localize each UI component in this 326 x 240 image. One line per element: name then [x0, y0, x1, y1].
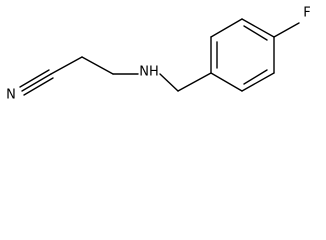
chain-bond-nh-ch2: [159, 73, 179, 92]
ring-bond-6: [210, 72, 243, 92]
chain-bond-c1-c2: [50, 56, 83, 75]
nitrile-triple-bond-1: [23, 77, 54, 96]
chemical-structure-diagram: N NH F: [6, 6, 311, 103]
ring-bond-5: [241, 72, 275, 92]
fluoro-bond: [273, 22, 300, 38]
nitrile-nitrogen-label: N: [6, 88, 16, 103]
nitrile-triple-bond-3: [19, 69, 50, 88]
amine-nh-label: NH: [139, 65, 159, 80]
ring-bond-2: [210, 18, 243, 38]
fluorine-label: F: [303, 6, 310, 21]
ring-bond-3: [241, 18, 275, 38]
ring-double-bond-3: [243, 69, 268, 85]
benzyl-bond: [177, 72, 212, 92]
chain-bond-c2-c3: [81, 56, 114, 75]
ring-double-bond-2: [243, 25, 268, 41]
nitrile-triple-bond-2: [21, 73, 52, 92]
